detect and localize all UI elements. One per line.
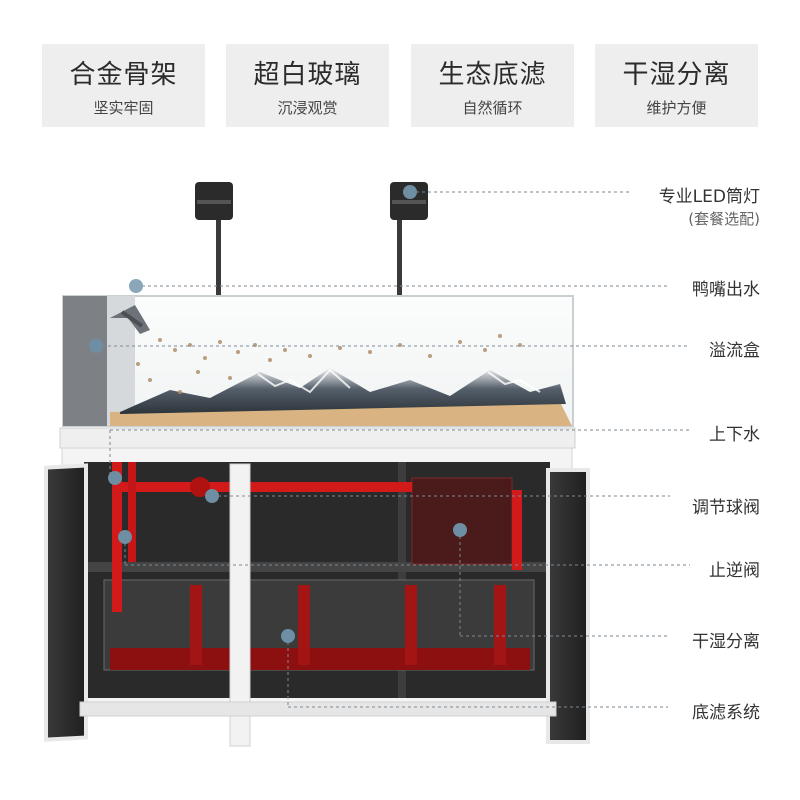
feature-subtitle: 维护方便 [646,99,707,117]
label-led-light: 专业LED筒灯 [658,187,760,207]
callout-lines [96,191,690,708]
feature-subtitle: 坚实牢固 [93,99,154,117]
cabinet [44,427,590,747]
label-sump-filter: 底滤系统 [692,703,760,723]
label-dry-wet-separation: 干湿分离 [692,632,760,652]
feature-subtitle: 沉浸观赏 [277,99,338,117]
led-light-left [195,182,233,328]
label-check-valve: 止逆阀 [709,561,760,581]
feature-title: 超白玻璃 [253,60,362,90]
callout-dots [89,185,467,643]
aquarium-tank [62,295,574,427]
feature-alloy-frame: 合金骨架 坚实牢固 [42,44,205,127]
label-ball-valve: 调节球阀 [692,498,760,518]
label-led-light-note: (套餐选配) [688,210,760,228]
feature-title: 干湿分离 [622,60,731,90]
label-inlet-outlet: 上下水 [709,425,760,445]
label-duckbill-outlet: 鸭嘴出水 [692,280,760,300]
label-overflow-box: 溢流盒 [709,341,760,361]
feature-dry-wet-separation: 干湿分离 维护方便 [595,44,758,127]
feature-title: 合金骨架 [69,60,178,90]
feature-eco-sump: 生态底滤 自然循环 [411,44,574,127]
feature-row: 合金骨架 坚实牢固 超白玻璃 沉浸观赏 生态底滤 自然循环 干湿分离 维护方便 [42,44,758,127]
feature-subtitle: 自然循环 [462,99,523,117]
feature-title: 生态底滤 [438,60,547,90]
feature-ultra-clear-glass: 超白玻璃 沉浸观赏 [226,44,389,127]
